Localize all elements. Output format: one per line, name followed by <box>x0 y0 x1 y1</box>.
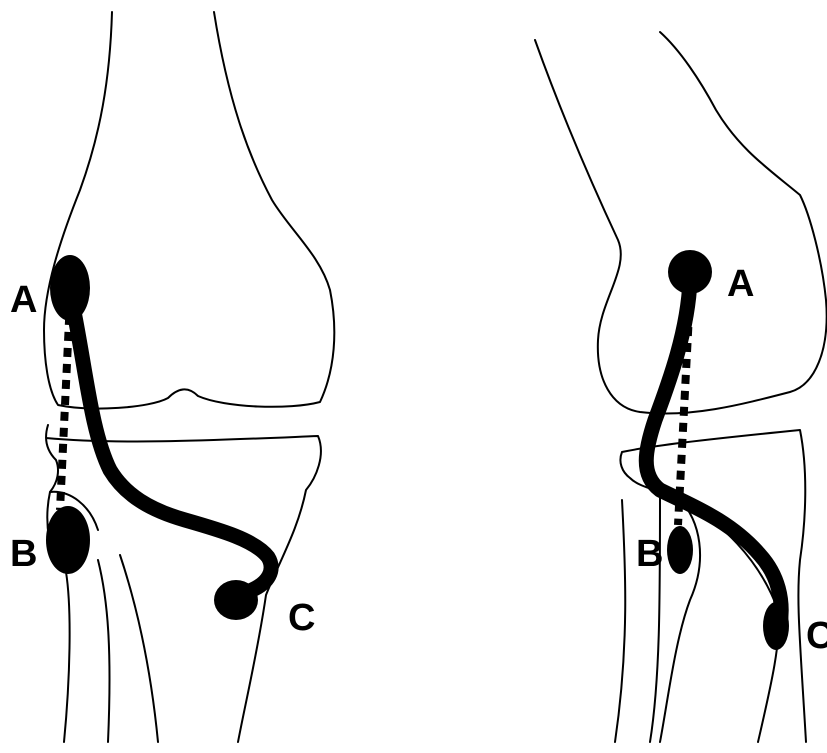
lateral-view: A B C <box>535 32 827 742</box>
anterior-label-c: C <box>288 597 315 639</box>
anterior-point-a <box>50 255 90 321</box>
anterior-view: A B C <box>10 12 334 742</box>
lateral-label-a: A <box>727 263 754 305</box>
anterior-point-b <box>46 506 90 574</box>
anterior-label-b: B <box>10 533 37 575</box>
anterior-point-c <box>214 580 258 620</box>
lateral-point-c <box>763 602 789 650</box>
anterior-tibia-plateau-outline <box>46 425 321 742</box>
lateral-label-c: C <box>806 615 827 657</box>
anterior-graft-path <box>70 292 271 598</box>
lateral-point-a <box>668 250 712 294</box>
lateral-point-b <box>667 526 693 574</box>
anterior-fibula-outline <box>98 555 158 742</box>
anterior-label-a: A <box>10 279 37 321</box>
lateral-label-b: B <box>636 533 663 575</box>
